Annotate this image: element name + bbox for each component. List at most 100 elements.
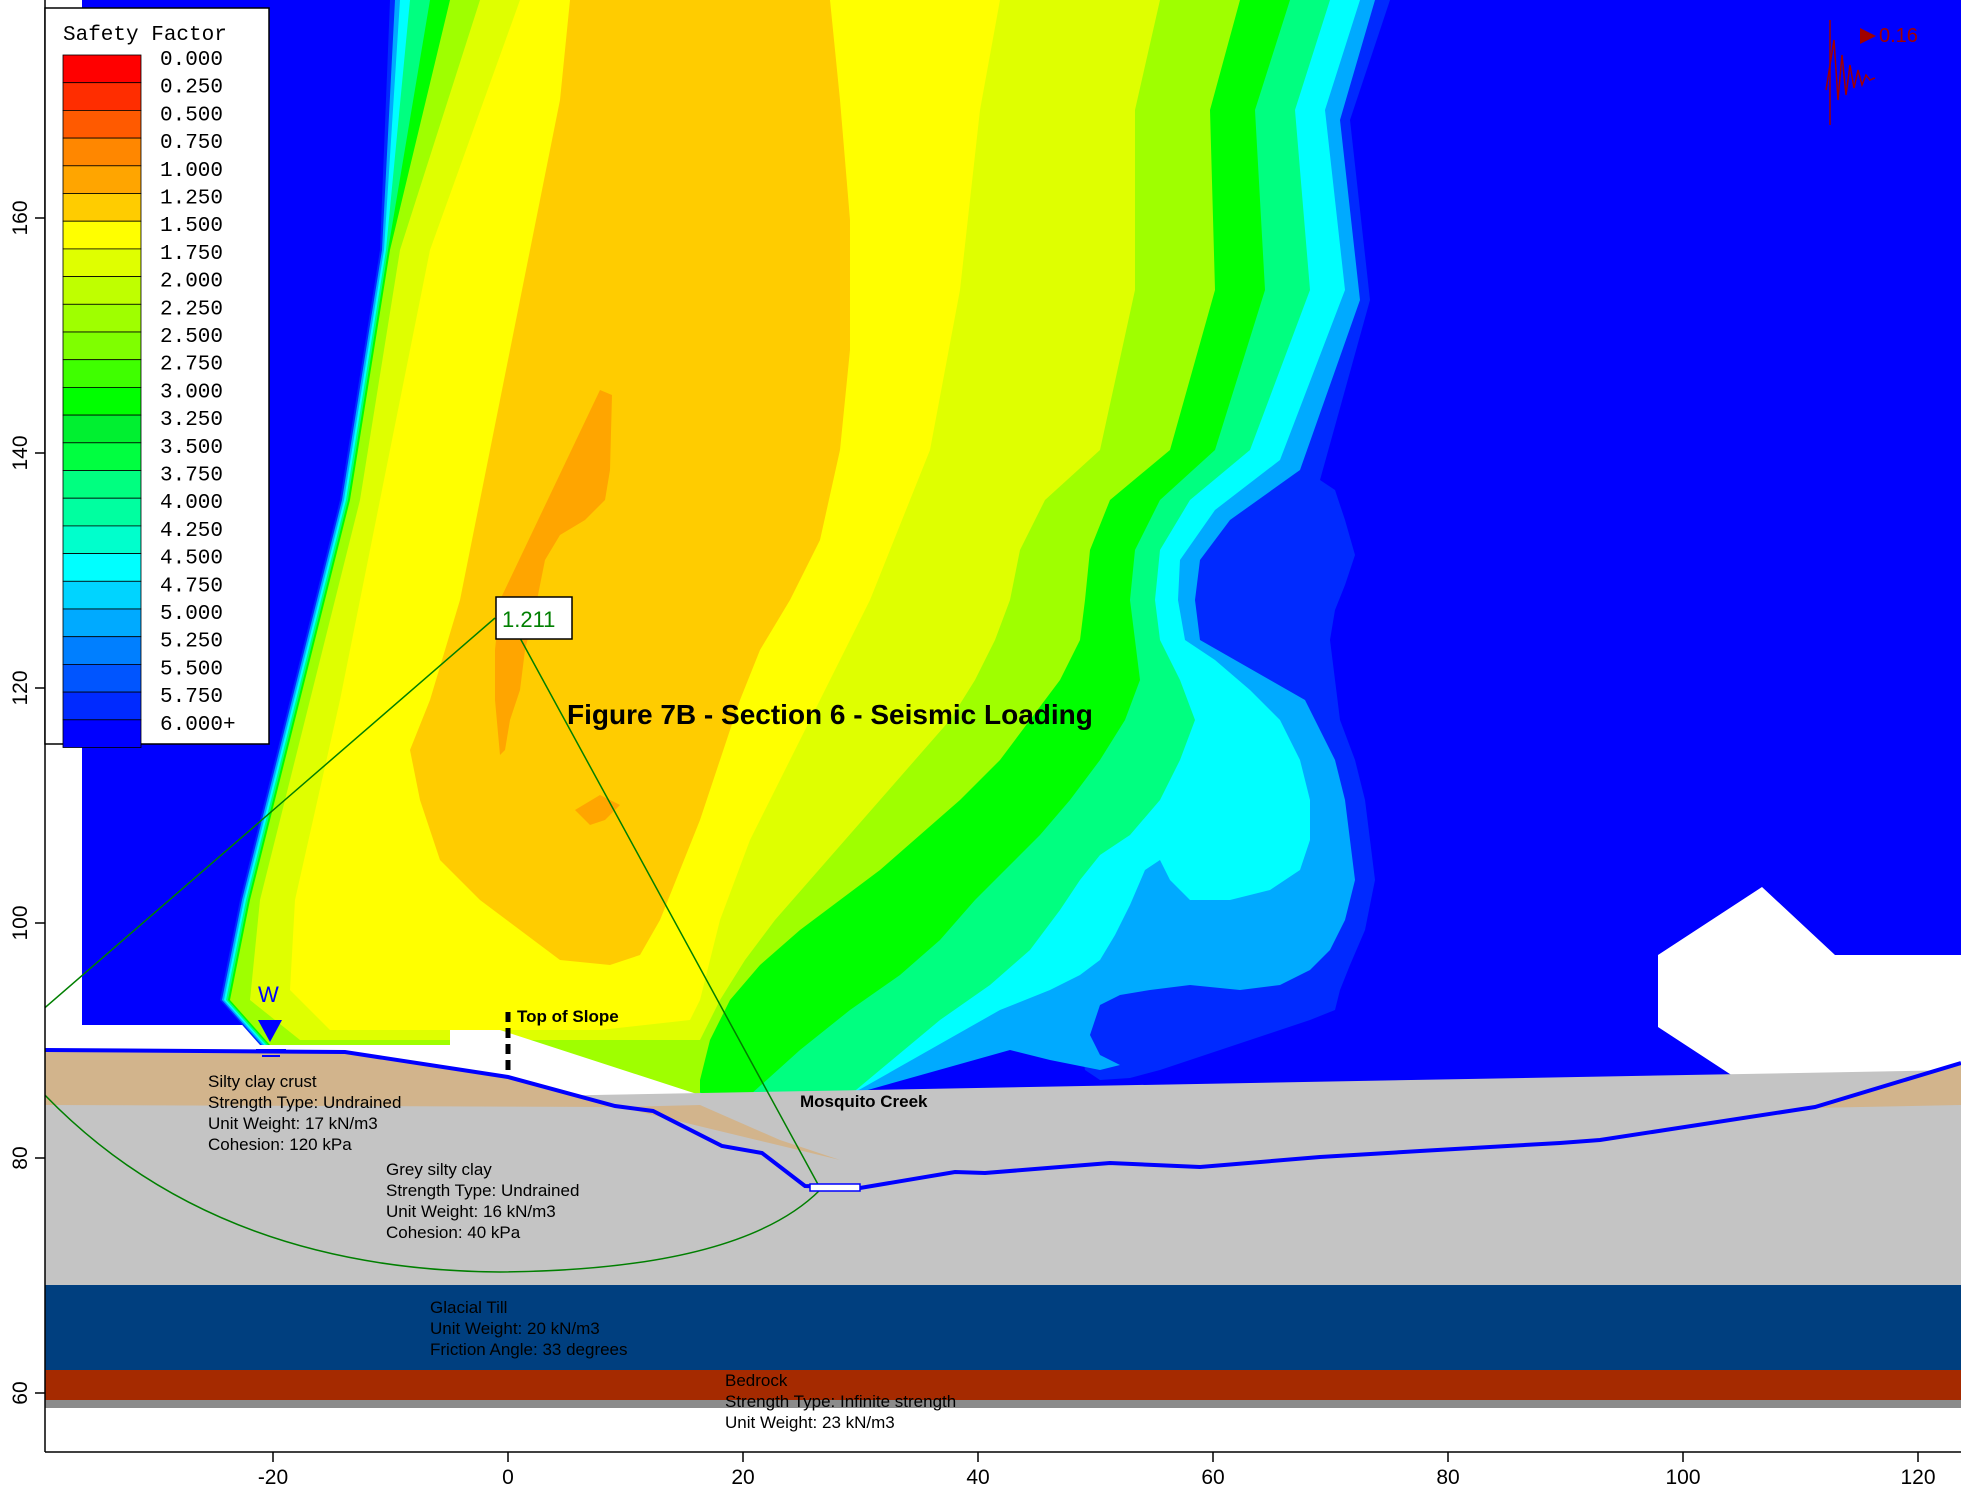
material-property: Strength Type: Infinite strength <box>725 1392 956 1411</box>
slip-centre-leader <box>519 637 821 1189</box>
x-tick-label: 80 <box>1436 1466 1459 1487</box>
seismic-arrow-icon <box>1860 28 1876 44</box>
x-tick-label: 0 <box>502 1466 514 1487</box>
legend-swatch <box>62 497 142 527</box>
legend-title: Safety Factor <box>63 24 227 47</box>
material-property: Friction Angle: 33 degrees <box>430 1340 628 1359</box>
legend-label: 4.750 <box>160 575 223 598</box>
legend-swatch <box>62 137 142 167</box>
x-tick-label: 20 <box>731 1466 754 1487</box>
x-tick-label: 120 <box>1900 1466 1935 1487</box>
y-tick-label: 60 <box>9 1381 32 1404</box>
legend-label: 2.250 <box>160 298 223 321</box>
legend-swatch <box>62 82 142 111</box>
critical-slip-surface <box>45 1094 821 1273</box>
legend-label: 5.750 <box>160 686 223 709</box>
y-tick-label: 140 <box>9 435 32 470</box>
legend-swatch <box>62 719 142 748</box>
legend-swatch <box>62 193 142 222</box>
legend-label: 4.000 <box>160 492 223 515</box>
legend-label: 4.500 <box>160 548 223 571</box>
legend-swatch <box>62 386 142 416</box>
legend-label: 1.500 <box>160 215 223 238</box>
legend-swatch <box>62 110 142 139</box>
material-name: Grey silty clay <box>386 1160 492 1179</box>
material-property: Unit Weight: 23 kN/m3 <box>725 1413 895 1432</box>
safety-factor-legend: Safety Factor 0.000 0.250 0.500 0.750 1.000 1… <box>44 7 270 748</box>
legend-label: 2.750 <box>160 354 223 377</box>
legend-label: 1.000 <box>160 160 223 183</box>
material-property: Cohesion: 120 kPa <box>208 1135 352 1154</box>
legend-label: 5.500 <box>160 658 223 681</box>
ground-surface <box>45 1048 1961 1191</box>
legend-swatch <box>62 414 142 444</box>
legend-label: 3.750 <box>160 465 223 488</box>
x-tick-label: 40 <box>966 1466 989 1487</box>
material-name: Bedrock <box>725 1371 788 1390</box>
silty-clay-crust-layer <box>45 1050 840 1160</box>
legend-swatch <box>62 165 142 194</box>
fs-contour-1-25 <box>410 0 850 965</box>
legend-swatch <box>62 248 142 277</box>
slip-centre-leader <box>45 617 496 1009</box>
legend-label: 3.250 <box>160 409 223 432</box>
legend-label: 1.250 <box>160 188 223 211</box>
x-tick-label: -20 <box>258 1466 288 1487</box>
fs-contour-1-0-b <box>575 795 620 825</box>
legend-swatch <box>62 525 142 555</box>
legend-label: 5.250 <box>160 631 223 654</box>
creek-label: Mosquito Creek <box>800 1092 928 1111</box>
legend-swatch <box>62 276 142 305</box>
legend-swatch <box>62 359 142 388</box>
x-tick-label: 100 <box>1665 1466 1700 1487</box>
fs-contour-1-0 <box>495 390 612 755</box>
legend-label: 0.250 <box>160 77 223 100</box>
material-property: Unit Weight: 17 kN/m3 <box>208 1114 378 1133</box>
min-factor-box <box>495 596 573 640</box>
legend-label: 2.500 <box>160 326 223 349</box>
legend-swatch <box>62 470 142 499</box>
material-name: Glacial Till <box>430 1298 507 1317</box>
legend-swatch <box>62 303 142 333</box>
legend-swatch <box>62 664 142 693</box>
legend-label: 5.000 <box>160 603 223 626</box>
min-factor-label: 1.211 <box>502 607 555 632</box>
figure-title: Figure 7B - Section 6 - Seismic Loading <box>567 699 1093 730</box>
legend-label: 4.250 <box>160 520 223 543</box>
legend-label: 1.750 <box>160 243 223 266</box>
legend-swatch <box>62 553 142 582</box>
glacial-till-layer <box>45 1285 1961 1370</box>
legend-label: 2.000 <box>160 271 223 294</box>
x-axis-ticks: -20 0 20 40 60 80 100 120 <box>258 1452 1936 1487</box>
material-property: Strength Type: Undrained <box>386 1181 579 1200</box>
legend-swatch <box>62 608 142 638</box>
material-property: Unit Weight: 16 kN/m3 <box>386 1202 556 1221</box>
legend-swatch <box>62 331 142 361</box>
legend-swatch <box>62 54 142 84</box>
seismic-load-label: 0.16 <box>1879 25 1918 47</box>
legend-label: 0.750 <box>160 132 223 155</box>
material-name: Silty clay crust <box>208 1072 317 1091</box>
seismic-load-icon <box>1825 20 1876 125</box>
legend-label: 0.500 <box>160 104 223 127</box>
legend-label: 0.000 <box>160 49 223 72</box>
creek-bed <box>809 1183 861 1192</box>
bedrock-base <box>45 1400 1961 1408</box>
legend-swatch <box>62 220 142 250</box>
x-tick-label: 60 <box>1201 1466 1224 1487</box>
y-tick-label: 160 <box>9 200 32 235</box>
legend-label: 3.500 <box>160 437 223 460</box>
legend-swatch <box>62 636 142 665</box>
legend-swatch <box>62 691 142 721</box>
grey-silty-clay-layer <box>45 1070 1961 1285</box>
material-property: Unit Weight: 20 kN/m3 <box>430 1319 600 1338</box>
water-marker-label: W <box>258 982 279 1007</box>
legend-label: 6.000+ <box>160 714 236 737</box>
legend-swatch <box>62 580 142 610</box>
y-tick-label: 80 <box>9 1146 32 1169</box>
material-property: Strength Type: Undrained <box>208 1093 401 1112</box>
top-of-slope-label: Top of Slope <box>517 1007 619 1026</box>
